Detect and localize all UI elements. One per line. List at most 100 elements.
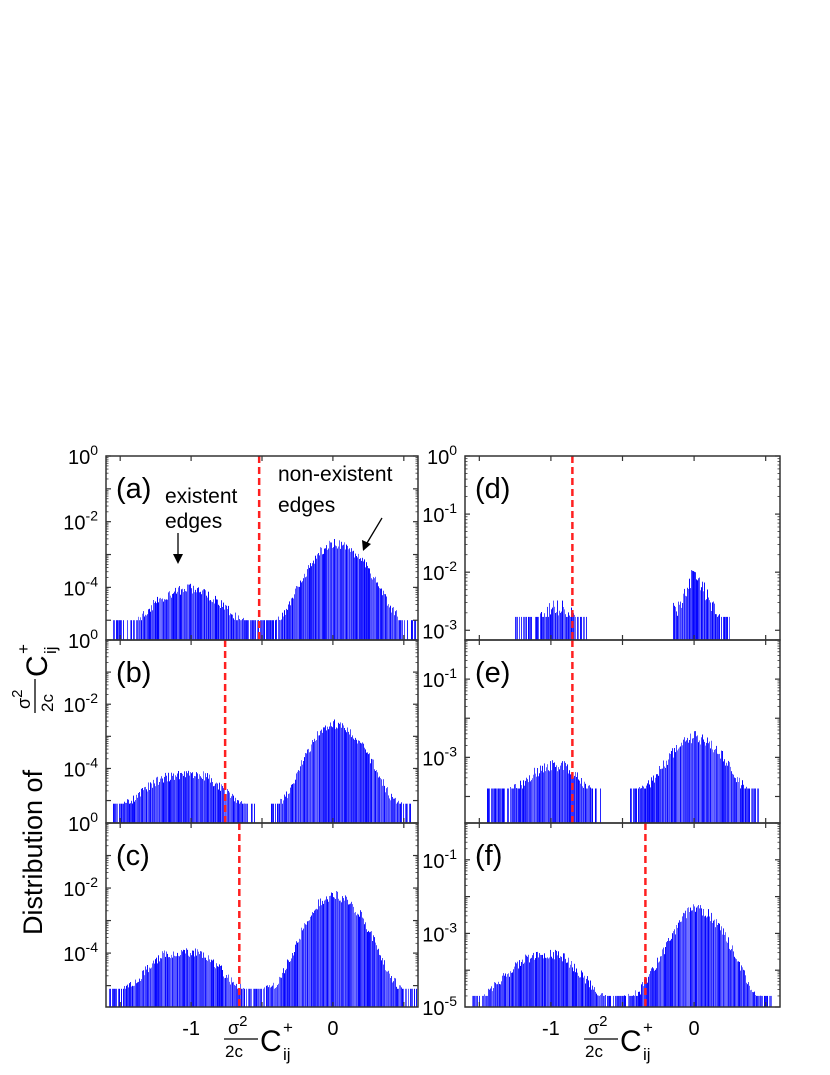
histogram-bar <box>528 616 529 640</box>
histogram-bar <box>577 972 578 1007</box>
histogram-bar <box>373 935 374 1007</box>
y-tick-label: 10-1 <box>422 500 457 527</box>
histogram-bar <box>246 803 247 823</box>
histogram-bar <box>235 797 236 823</box>
histogram-bar <box>299 770 300 823</box>
histogram-bar <box>210 782 211 823</box>
histogram-bar <box>362 917 363 1007</box>
y-tick-label-exponent: 0 <box>90 809 98 825</box>
histogram-bar <box>182 773 183 823</box>
y-tick-label-exponent: -2 <box>86 874 99 890</box>
histogram-bar <box>522 959 523 1007</box>
histogram-bar <box>725 616 726 640</box>
histogram-bar <box>564 609 565 640</box>
histogram-bar <box>579 977 580 1007</box>
histogram-bar <box>765 995 766 1007</box>
histogram-bar <box>549 771 550 823</box>
histogram-bar <box>153 960 154 1007</box>
histogram-bar <box>726 616 727 640</box>
histogram-bar <box>271 986 272 1007</box>
histogram-bar <box>158 955 159 1007</box>
histogram-bar <box>715 614 716 640</box>
histogram-bar <box>126 802 127 823</box>
panel-e: 10-110-3(e) <box>422 639 781 824</box>
histogram-bar <box>618 995 619 1007</box>
histogram-bar <box>167 953 168 1007</box>
arrowhead-nonexistent-icon <box>362 540 371 551</box>
histogram-bar <box>242 619 243 640</box>
histogram-bar <box>682 745 683 823</box>
histogram-bar <box>678 601 679 640</box>
histogram-bar <box>232 614 233 640</box>
histogram-bar <box>326 896 327 1007</box>
histogram-bar <box>545 616 546 640</box>
histogram-bar <box>178 587 179 640</box>
histogram-bar <box>231 977 232 1007</box>
histogram-bar <box>350 551 351 640</box>
histogram-bar <box>166 599 167 640</box>
histogram-bar <box>733 774 734 823</box>
histogram-bar <box>389 798 390 823</box>
histogram-bar <box>209 774 210 823</box>
histogram-bar <box>581 778 582 823</box>
histogram-bar <box>158 602 159 640</box>
histogram-bar <box>176 956 177 1007</box>
histogram-bar <box>287 798 288 823</box>
histogram-bar <box>213 959 214 1007</box>
histogram-bar <box>168 772 169 823</box>
histogram-bar <box>158 784 159 823</box>
histogram-bar <box>207 773 208 823</box>
histogram-bar <box>570 616 571 640</box>
histogram-bar <box>295 944 296 1007</box>
histogram-bar <box>183 775 184 823</box>
histogram-bar <box>309 752 310 823</box>
histogram-bar <box>230 984 231 1007</box>
histogram-bar <box>724 616 725 640</box>
histogram-bar <box>165 599 166 640</box>
histogram-bar <box>673 757 674 823</box>
histogram-bar <box>560 612 561 640</box>
histogram-bar <box>311 744 312 823</box>
histogram-bar <box>238 988 239 1007</box>
histogram-bar <box>365 922 366 1007</box>
histogram-bar <box>354 739 355 823</box>
histogram-bar <box>633 788 634 823</box>
histogram-bar <box>598 995 599 1007</box>
histogram-bar <box>670 940 671 1007</box>
y-tick-label-exponent: -2 <box>86 508 99 524</box>
annotation-existent-line2: edges <box>165 510 222 533</box>
sigma-exponent: 2 <box>239 1013 247 1030</box>
histogram-bar <box>701 737 702 823</box>
histogram-bar <box>336 546 337 640</box>
histogram-bar <box>728 937 729 1007</box>
histogram-bar <box>168 957 169 1007</box>
histogram-bar <box>203 771 204 823</box>
histogram-bar <box>673 602 674 640</box>
histogram-bar <box>201 777 202 823</box>
histogram-bar <box>260 988 261 1007</box>
histogram-bar <box>532 778 533 823</box>
histogram-bar <box>552 958 553 1007</box>
histogram-bar <box>366 929 367 1007</box>
histogram-bar <box>237 620 238 640</box>
histogram-bar <box>508 973 509 1007</box>
histogram-bar <box>705 600 706 640</box>
histogram-bar <box>485 995 486 1007</box>
histogram-bar <box>312 563 313 640</box>
histogram-bar <box>117 803 118 823</box>
histogram-bar <box>637 995 638 1007</box>
histogram-bar <box>116 620 117 640</box>
histogram-bar <box>677 615 678 640</box>
y-tick-label-base: 10 <box>68 447 90 469</box>
histogram-bar <box>495 982 496 1007</box>
histogram-bar <box>379 588 380 640</box>
histogram-bar <box>234 984 235 1007</box>
histogram-bar <box>183 592 184 640</box>
histogram <box>113 719 411 823</box>
histogram-bar <box>329 896 330 1007</box>
histogram-bar <box>525 780 526 823</box>
histogram-bar <box>568 773 569 823</box>
histogram-bar <box>531 616 532 640</box>
histogram-bar <box>322 732 323 823</box>
